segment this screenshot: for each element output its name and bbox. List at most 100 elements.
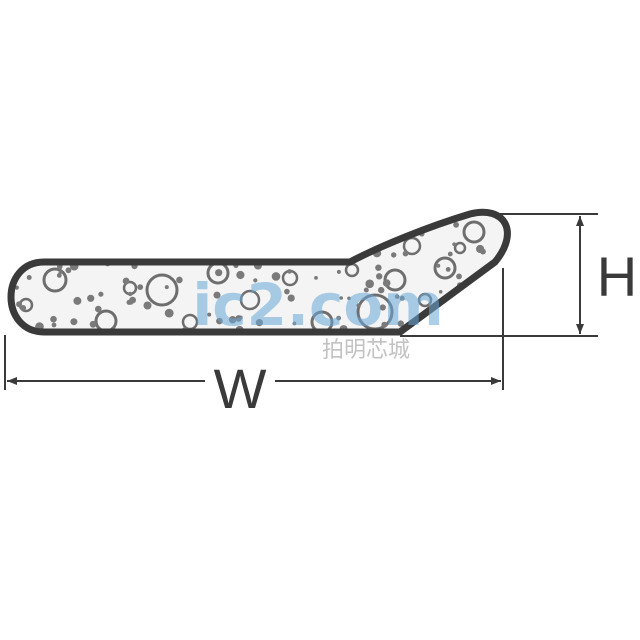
- foam-dot: [65, 267, 72, 274]
- foam-dot: [202, 230, 210, 238]
- foam-ring: [42, 267, 68, 293]
- foam-dot: [20, 305, 27, 311]
- foam-ring: [239, 289, 261, 311]
- foam-dot: [26, 275, 32, 280]
- foam-dot: [233, 221, 238, 225]
- foam-dot: [314, 276, 318, 280]
- foam-dot: [75, 248, 82, 255]
- foam-dot: [300, 250, 308, 258]
- foam-dot: [151, 212, 158, 215]
- foam-dot: [133, 245, 142, 255]
- foam-dot: [280, 250, 286, 255]
- foam-ring: [462, 220, 486, 244]
- foam-dot: [92, 212, 101, 217]
- foam-dot: [212, 242, 221, 251]
- foam-dot: [187, 217, 196, 226]
- foam-dot: [122, 277, 130, 285]
- foam-dot: [381, 321, 388, 328]
- foam-dot: [365, 279, 375, 289]
- foam-dot: [485, 321, 494, 330]
- foam-dot: [284, 288, 290, 295]
- watermark-subtitle: 拍明芯城: [322, 338, 410, 363]
- foam-dot: [251, 217, 257, 223]
- foam-dot: [207, 312, 212, 317]
- foam-dot: [336, 315, 341, 321]
- foam-dot: [124, 244, 132, 253]
- foam-dot: [483, 283, 489, 289]
- watermark-brand: ic2.com: [192, 271, 443, 339]
- foam-dot: [70, 318, 78, 326]
- foam-dot: [252, 236, 260, 244]
- foam-dot: [39, 240, 46, 247]
- foam-dot: [95, 305, 102, 313]
- foam-dot: [332, 226, 338, 232]
- foam-dot: [238, 228, 245, 235]
- foam-dot: [438, 290, 443, 294]
- foam-dot: [254, 215, 260, 221]
- height-label: H: [597, 245, 637, 308]
- foam-dot: [13, 328, 21, 332]
- foam-dot: [477, 282, 483, 287]
- foam-dot: [213, 291, 221, 299]
- foam-dot: [378, 286, 385, 294]
- foam-dot: [16, 301, 23, 308]
- foam-dot: [239, 238, 247, 247]
- foam-dot: [375, 264, 382, 271]
- foam-dot: [445, 267, 451, 272]
- foam-dot: [128, 291, 133, 297]
- foam-dot: [487, 318, 492, 324]
- watermark: ic2.com 拍明芯城: [192, 271, 443, 363]
- height-dimension: H: [400, 213, 637, 337]
- foam-dot: [215, 269, 223, 277]
- foam-dot: [50, 315, 57, 323]
- foam-dot: [456, 273, 462, 280]
- foam-dot: [51, 322, 57, 328]
- foam-dot: [340, 251, 348, 260]
- foam-dot: [292, 321, 297, 326]
- foam-dot: [68, 249, 73, 255]
- foam-dot: [253, 278, 258, 283]
- foam-dot: [436, 263, 441, 268]
- foam-dot: [391, 252, 397, 258]
- foam-dot: [498, 290, 503, 295]
- foam-dot: [163, 238, 170, 245]
- foam-dot: [226, 218, 236, 228]
- foam-dot: [53, 218, 58, 223]
- foam-dot: [180, 236, 188, 244]
- foam-dot: [176, 276, 183, 284]
- foam-dot: [129, 296, 137, 304]
- foam-dot: [484, 305, 493, 314]
- foam-dot: [143, 301, 152, 310]
- foam-dot: [290, 235, 298, 242]
- foam-dot: [339, 296, 344, 300]
- foam-dot: [55, 235, 60, 240]
- foam-dot: [132, 237, 141, 246]
- foam-ring: [417, 292, 433, 308]
- foam-dot: [216, 317, 223, 325]
- foam-dot: [58, 270, 63, 275]
- foam-dot: [238, 315, 243, 320]
- foam-dot: [147, 252, 153, 258]
- foam-dot: [356, 303, 361, 308]
- foam-dot: [476, 244, 485, 254]
- foam-dot: [347, 296, 351, 301]
- foam-dot: [298, 224, 306, 232]
- foam-dot: [226, 216, 235, 226]
- foam-dot: [379, 304, 386, 311]
- foam-dot: [368, 221, 375, 228]
- foam-dot: [98, 291, 104, 297]
- foam-dot: [53, 228, 60, 235]
- foam-dot: [55, 246, 62, 253]
- foam-dot: [453, 221, 459, 228]
- foam-dot: [255, 319, 263, 327]
- foam-dot: [287, 294, 295, 302]
- foam-dot: [56, 253, 61, 257]
- foam-ring: [310, 310, 334, 332]
- foam-dot: [334, 218, 341, 225]
- foam-ring: [402, 236, 422, 256]
- foam-profile-outline: [7, 208, 511, 336]
- foam-dot: [228, 316, 237, 324]
- foam-dot: [76, 212, 85, 218]
- foam-dot: [82, 227, 89, 233]
